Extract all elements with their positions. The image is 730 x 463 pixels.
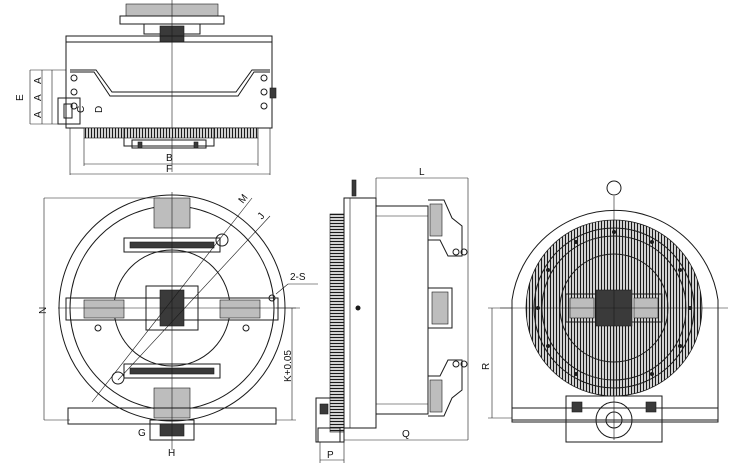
label-B: B xyxy=(166,153,173,164)
label-A-2: A xyxy=(33,94,44,101)
label-Q: Q xyxy=(402,429,410,440)
label-J: J xyxy=(256,211,268,222)
label-E: E xyxy=(15,94,26,101)
label-M: M xyxy=(237,192,251,205)
label-A-3: A xyxy=(33,77,44,84)
dimension-labels: E A A A C D B F M J 2-S N K+0.05 G H L Q… xyxy=(15,77,492,461)
label-K: K+0.05 xyxy=(283,350,294,382)
rear-view xyxy=(488,180,728,443)
label-2S: 2-S xyxy=(290,272,306,283)
label-C: C xyxy=(76,106,87,113)
label-P: P xyxy=(327,450,334,461)
label-R: R xyxy=(481,363,492,370)
front-view xyxy=(43,192,318,450)
label-A-1: A xyxy=(33,111,44,118)
label-F: F xyxy=(166,164,172,175)
top-view xyxy=(29,0,277,175)
side-view xyxy=(315,177,469,463)
label-H: H xyxy=(168,448,175,459)
label-N: N xyxy=(38,307,49,314)
label-G: G xyxy=(138,428,146,439)
label-L: L xyxy=(419,167,425,178)
label-D: D xyxy=(94,106,105,113)
